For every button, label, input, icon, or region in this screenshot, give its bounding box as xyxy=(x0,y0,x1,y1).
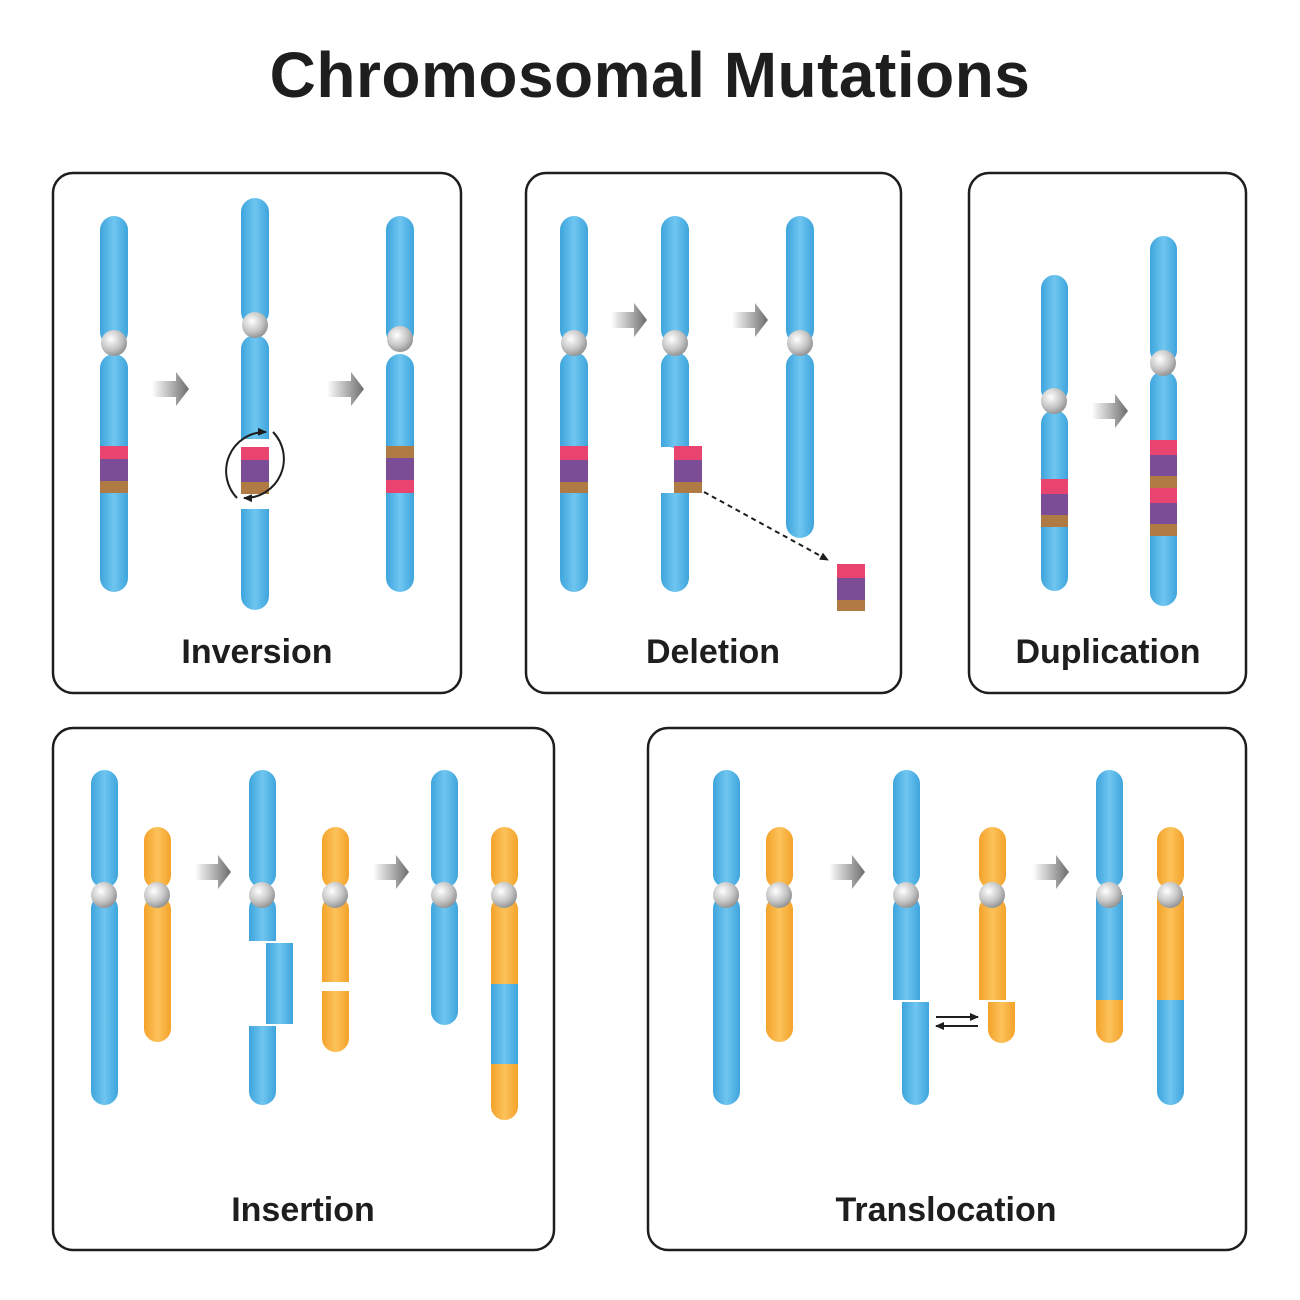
chromosome-inverted xyxy=(386,216,414,592)
chromosome-original xyxy=(100,216,128,592)
centromere xyxy=(787,330,813,356)
centromere xyxy=(893,882,919,908)
rotation-arrow xyxy=(225,427,267,499)
centromere xyxy=(431,882,457,908)
chromosome-orange-translocated xyxy=(1157,827,1184,1105)
exchange-arrows xyxy=(935,1013,979,1030)
centromere xyxy=(662,330,688,356)
centromere xyxy=(1150,350,1176,376)
centromere xyxy=(249,882,275,908)
centromere xyxy=(713,882,739,908)
chromosome-blue xyxy=(713,770,740,1105)
panel-label-inversion: Inversion xyxy=(181,633,332,671)
centromere xyxy=(1096,882,1122,908)
panel-translocation: Translocation xyxy=(646,726,1248,1252)
chromosome-duplicated xyxy=(1150,236,1177,606)
panel-label-translocation: Translocation xyxy=(835,1191,1056,1229)
panel-frame xyxy=(524,171,903,695)
chromosome-breaking xyxy=(661,216,702,592)
centromere xyxy=(766,882,792,908)
process-arrow xyxy=(373,855,409,889)
process-arrow xyxy=(152,372,189,406)
centromere xyxy=(979,882,1005,908)
centromere xyxy=(242,312,268,338)
deleted-segment xyxy=(837,564,865,611)
chromosome-blue-broken xyxy=(893,770,929,1105)
process-arrow xyxy=(1033,855,1069,889)
panel-label-insertion: Insertion xyxy=(231,1191,375,1229)
centromere xyxy=(491,882,517,908)
chromosome-orange-broken xyxy=(979,827,1015,1043)
chromosome-orange-broken xyxy=(322,827,349,1052)
panel-duplication: Duplication xyxy=(967,171,1248,695)
chromosome-deleted xyxy=(786,216,814,538)
centromere xyxy=(322,882,348,908)
chromosome-original xyxy=(1041,275,1068,591)
chromosome-breaking xyxy=(225,198,285,610)
centromere xyxy=(1041,388,1067,414)
centromere xyxy=(101,330,127,356)
deletion-arrow xyxy=(703,491,829,561)
page-title: Chromosomal Mutations xyxy=(269,39,1031,111)
rotation-arrow xyxy=(243,431,285,503)
panel-insertion: Insertion xyxy=(51,726,556,1252)
process-arrow xyxy=(611,303,647,337)
centromere xyxy=(1157,882,1183,908)
chromosome-blue-broken xyxy=(249,770,293,1105)
centromere xyxy=(91,882,117,908)
process-arrow xyxy=(1092,394,1128,428)
chromosome-orange xyxy=(766,827,793,1042)
centromere xyxy=(144,882,170,908)
chromosome-blue-shortened xyxy=(431,770,458,1025)
panel-inversion: Inversion xyxy=(51,171,463,695)
process-arrow xyxy=(195,855,231,889)
panel-label-duplication: Duplication xyxy=(1015,633,1200,671)
chromosome-blue-translocated xyxy=(1096,770,1123,1043)
process-arrow xyxy=(732,303,768,337)
chromosome-blue xyxy=(91,770,118,1105)
chromosome-orange-inserted xyxy=(491,827,518,1120)
panel-label-deletion: Deletion xyxy=(646,633,780,671)
panel-frame xyxy=(646,726,1248,1252)
panel-frame xyxy=(51,726,556,1252)
centromere xyxy=(561,330,587,356)
panel-frame xyxy=(51,171,463,695)
panel-deletion: Deletion xyxy=(524,171,903,695)
chromosome-orange xyxy=(144,827,171,1042)
process-arrow xyxy=(829,855,865,889)
chromosome-original xyxy=(560,216,588,592)
process-arrow xyxy=(327,372,364,406)
centromere xyxy=(387,326,413,352)
panel-frame xyxy=(967,171,1248,695)
